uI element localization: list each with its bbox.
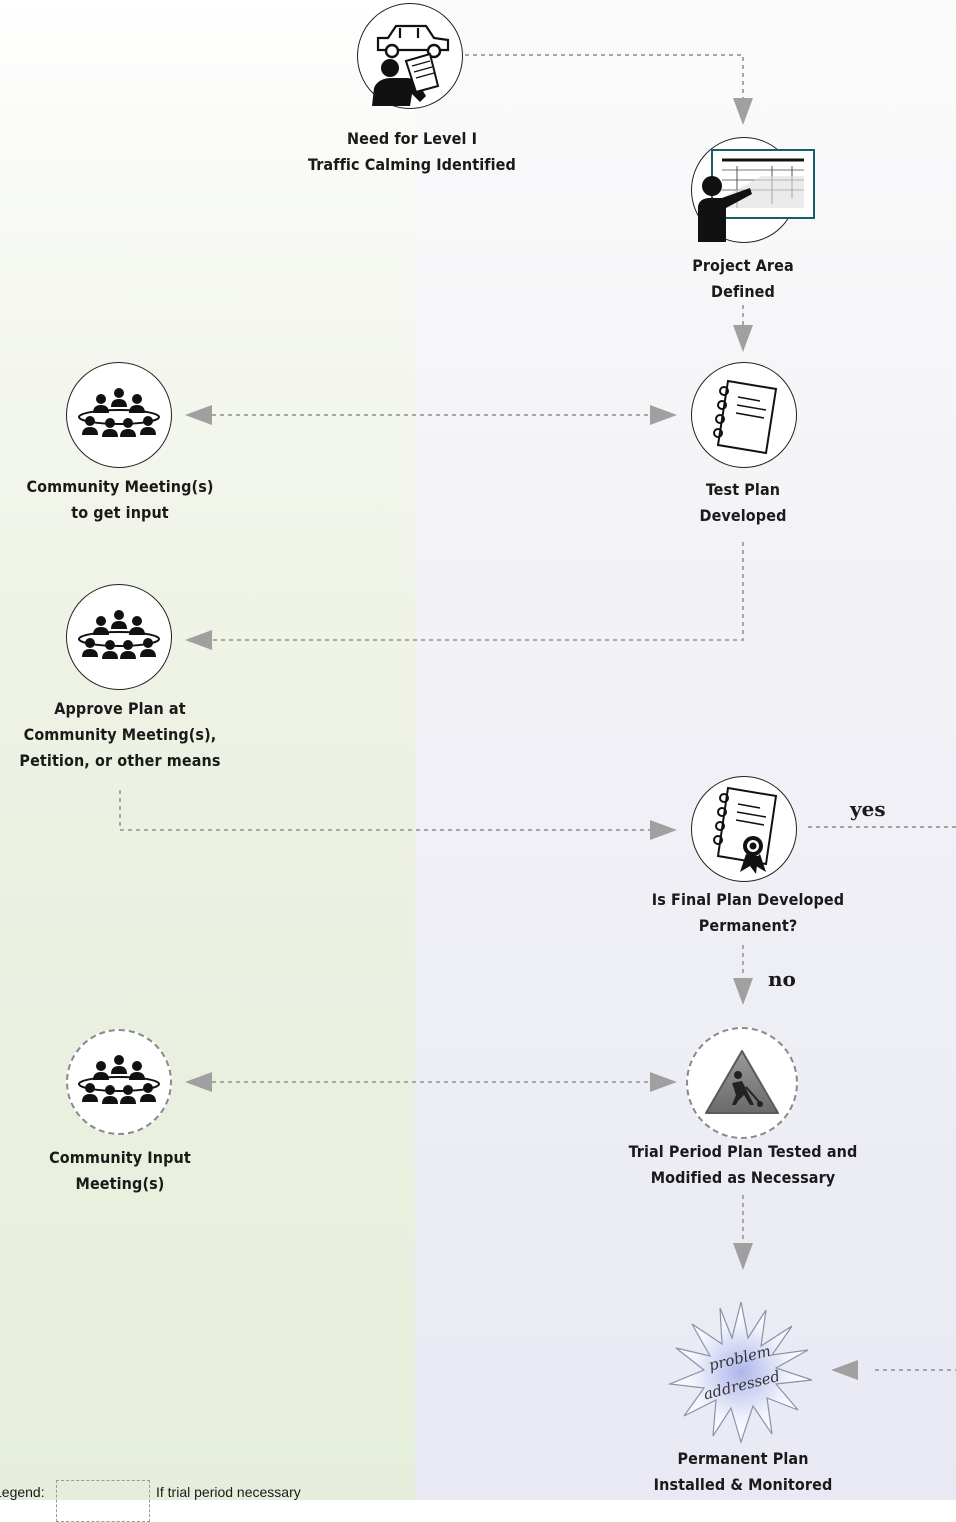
community-meeting-node — [66, 362, 172, 468]
connector-approve-to-final — [119, 790, 650, 831]
arrowhead-right-final — [650, 820, 677, 840]
meeting-group-icon — [78, 1055, 160, 1104]
arrowhead-left-meeting — [185, 405, 212, 425]
decision-no-label: no — [768, 967, 796, 991]
community-input-meetings-label: Community Input Meeting(s) — [0, 1145, 240, 1197]
connector-need-to-project — [465, 54, 744, 100]
car-driver-icon — [372, 24, 450, 106]
arrowhead-down-trial — [733, 978, 753, 1005]
need-label: Need for Level I Traffic Calming Identif… — [262, 126, 562, 178]
certified-notebook-icon — [713, 786, 778, 874]
trial-period-label: Trial Period Plan Tested and Modified as… — [593, 1139, 893, 1191]
problem-addressed-burst: problem addressed — [668, 1301, 813, 1445]
arrowhead-right-trial — [650, 1072, 677, 1092]
trial-period-label-line-1: Trial Period Plan Tested and — [628, 1142, 858, 1161]
final-plan-node — [691, 776, 797, 882]
community-meeting-label: Community Meeting(s) to get input — [0, 474, 240, 526]
approve-plan-label: Approve Plan at Community Meeting(s), Pe… — [0, 696, 240, 774]
approve-plan-label-line-3: Petition, or other means — [19, 751, 221, 770]
approve-plan-label-line-1: Approve Plan at — [54, 699, 186, 718]
need-label-line-1: Need for Level I — [346, 129, 478, 148]
permanent-plan-label-line-1: Permanent Plan — [677, 1449, 809, 1468]
final-plan-label-line-1: Is Final Plan Developed — [651, 890, 845, 909]
decision-yes-label: yes — [850, 797, 886, 821]
final-plan-label-line-2: Permanent? — [698, 916, 798, 935]
arrowhead-left-permanent — [831, 1360, 858, 1380]
community-input-meetings-node — [66, 1029, 172, 1135]
project-area-label-line-1: Project Area — [692, 256, 794, 275]
permanent-plan-label-line-2: Installed & Monitored — [653, 1475, 833, 1494]
community-meeting-label-line-2: to get input — [71, 503, 169, 522]
presenter-icon — [698, 149, 815, 242]
trial-period-node — [686, 1027, 798, 1139]
test-plan-node — [691, 362, 797, 468]
meeting-group-icon — [78, 610, 160, 659]
arrowhead-down-permanent — [733, 1243, 753, 1270]
legend-dashed-text: If trial period necessary — [156, 1484, 301, 1500]
construction-sign-icon — [705, 1050, 779, 1114]
approve-plan-node — [66, 584, 172, 690]
approve-plan-label-line-2: Community Meeting(s), — [23, 725, 217, 744]
trial-period-label-line-2: Modified as Necessary — [650, 1168, 836, 1187]
notebook-icon — [713, 379, 778, 455]
project-area-label-line-2: Defined — [711, 282, 775, 301]
final-plan-label: Is Final Plan Developed Permanent? — [598, 887, 898, 939]
permanent-plan-label: Permanent Plan Installed & Monitored — [593, 1446, 893, 1498]
meeting-group-icon — [78, 388, 160, 437]
community-input-meetings-label-line-2: Meeting(s) — [75, 1174, 165, 1193]
need-identified-node — [357, 3, 463, 109]
community-lane-background — [0, 0, 415, 1500]
community-meeting-label-line-1: Community Meeting(s) — [26, 477, 214, 496]
test-plan-label: Test Plan Developed — [643, 477, 843, 529]
process-lane-background — [415, 0, 956, 1500]
arrowhead-right-test — [650, 405, 677, 425]
project-area-node — [691, 137, 815, 243]
test-plan-label-line-2: Developed — [699, 506, 787, 525]
arrowhead-down-test — [733, 325, 753, 352]
legend-title: Legend: — [0, 1484, 45, 1500]
arrowhead-left-input — [185, 1072, 212, 1092]
test-plan-label-line-1: Test Plan — [705, 480, 781, 499]
burst-shape — [668, 1301, 813, 1445]
community-input-meetings-label-line-1: Community Input — [49, 1148, 191, 1167]
connector-test-to-approve — [212, 542, 744, 641]
legend-dashed-box — [56, 1480, 150, 1522]
arrowhead-down-project — [733, 98, 753, 125]
need-label-line-2: Traffic Calming Identified — [308, 155, 516, 174]
project-area-label: Project Area Defined — [643, 253, 843, 305]
arrowhead-left-approve — [185, 630, 212, 650]
